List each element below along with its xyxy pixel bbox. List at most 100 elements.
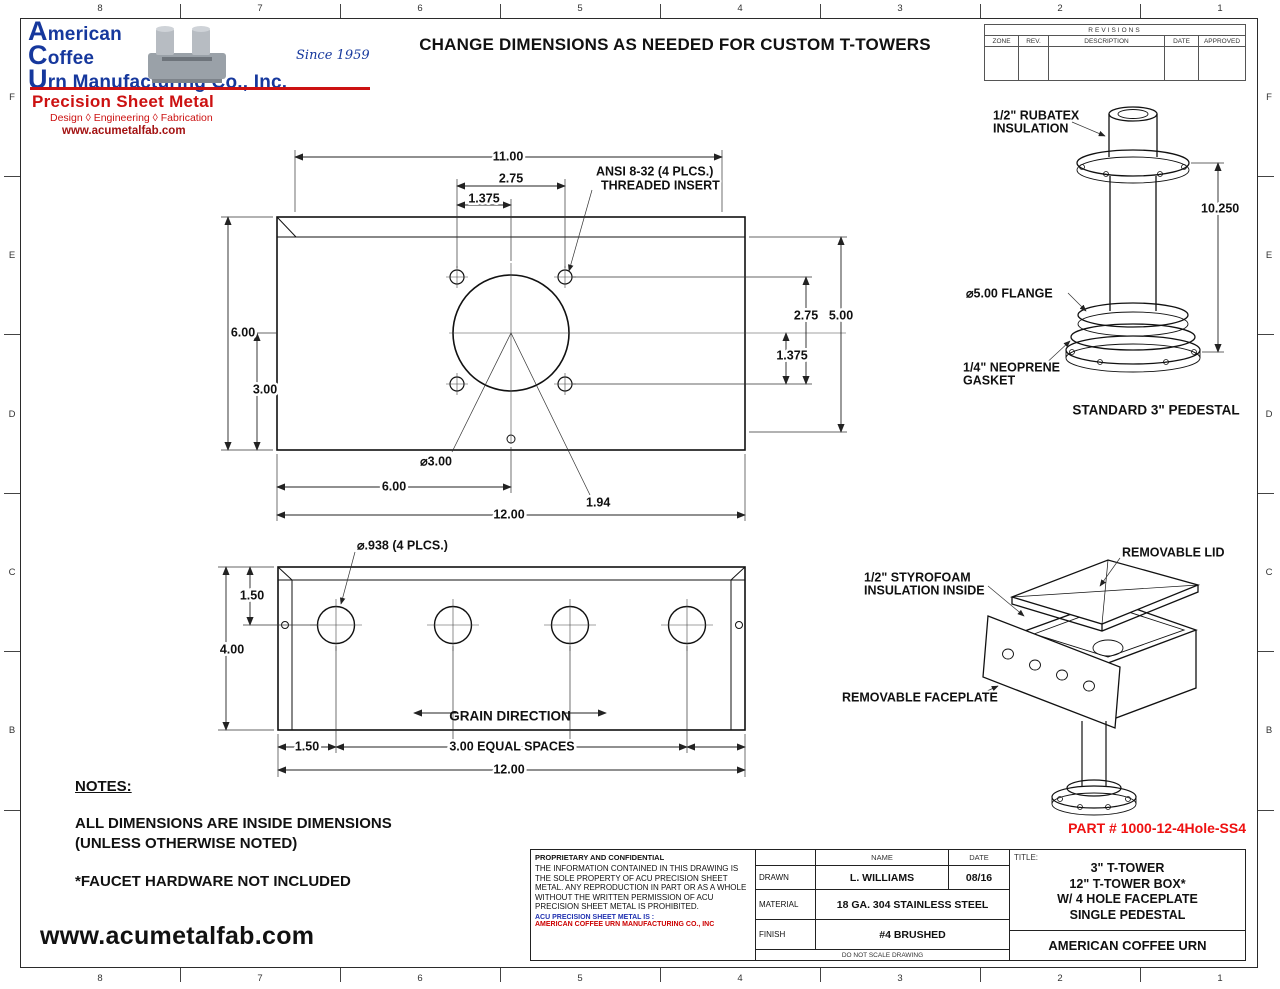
grain-direction-label: GRAIN DIRECTION <box>449 709 571 724</box>
drawn-label: DRAWN <box>756 866 816 889</box>
revisions-empty-row <box>985 69 1245 80</box>
do-not-scale-note: DO NOT SCALE DRAWING <box>841 951 924 959</box>
border-tick <box>1140 4 1141 18</box>
logo-red-rule <box>30 87 370 90</box>
sheet-border-frame <box>20 18 1258 968</box>
top-view-dimension-lines <box>224 153 845 519</box>
dim-12.00-top-view: 12.00 <box>493 507 524 521</box>
zone-label-right: B <box>1265 725 1273 736</box>
footer-website[interactable]: www.acumetalfab.com <box>40 922 315 950</box>
zone-label-right: D <box>1265 409 1273 420</box>
notes-line2: (UNLESS OTHERWISE NOTED) <box>75 835 298 852</box>
isometric-lid-geometry <box>1009 559 1201 632</box>
border-tick <box>340 4 341 18</box>
zone-label-bottom: 3 <box>897 973 903 984</box>
border-tick <box>4 176 20 177</box>
coffee-urn-photo-image <box>148 26 226 83</box>
zone-label-bottom: 1 <box>1217 973 1223 984</box>
rubatex-label-line2: INSULATION <box>993 121 1068 135</box>
title-block-right: TITLE: 3" T-TOWER 12" T-TOWER BOX* W/ 4 … <box>1010 850 1245 960</box>
revisions-col-approved: APPROVED <box>1203 38 1241 45</box>
zone-label-bottom: 4 <box>737 973 743 984</box>
border-tick <box>1258 334 1274 335</box>
removable-faceplate-label: REMOVABLE FACEPLATE <box>842 690 998 704</box>
border-tick <box>4 651 20 652</box>
border-tick <box>4 334 20 335</box>
border-tick <box>1258 651 1274 652</box>
revisions-col-description: DESCRIPTION <box>1049 36 1165 46</box>
dim-4.00: 4.00 <box>220 642 244 656</box>
styrofoam-label-line2: INSULATION INSIDE <box>864 583 985 597</box>
name-header: NAME <box>816 850 949 865</box>
zone-label-top: 5 <box>577 3 583 14</box>
zone-label-bottom: 8 <box>97 973 103 984</box>
zone-label-top: 4 <box>737 3 743 14</box>
pedestal-drawing: 1/2" RUBATEX INSULATION 10.250 ⌀5.00 FLA… <box>961 106 1242 418</box>
border-tick <box>4 493 20 494</box>
front-view-part-outline <box>277 566 746 731</box>
revisions-col-zone: ZONE <box>985 36 1019 46</box>
material-label: MATERIAL <box>756 890 816 919</box>
top-view-leader-lines <box>451 189 593 496</box>
border-tick <box>980 968 981 982</box>
border-tick <box>180 4 181 18</box>
zone-label-bottom: 7 <box>257 973 263 984</box>
isometric-leader-lines <box>973 557 1121 698</box>
flange-label: ⌀5.00 FLANGE <box>966 286 1053 300</box>
gasket-label-line2: GASKET <box>963 373 1015 387</box>
revisions-empty-row <box>985 47 1245 58</box>
company-name: AMERICAN COFFEE URN <box>1010 930 1245 960</box>
revisions-col-date: DATE <box>1165 36 1199 46</box>
gasket-label-line1: 1/4" NEOPRENE <box>963 360 1060 374</box>
material-value: 18 GA. 304 STAINLESS STEEL <box>836 898 989 911</box>
border-tick <box>4 810 20 811</box>
logo-subtitle: Precision Sheet Metal <box>32 92 215 111</box>
dim-11.00: 11.00 <box>493 149 524 163</box>
pedestal-bolt-holes <box>1069 164 1197 365</box>
name-date-header-row: NAME DATE <box>756 850 1009 866</box>
title-block: PROPRIETARY AND CONFIDENTIAL THE INFORMA… <box>530 849 1246 961</box>
zone-label-top: 3 <box>897 3 903 14</box>
dim-1.375-right: 1.375 <box>776 348 807 362</box>
zone-label-top: 7 <box>257 3 263 14</box>
finish-value: #4 BRUSHED <box>879 928 946 941</box>
zone-label-bottom: 6 <box>417 973 423 984</box>
border-tick <box>1258 810 1274 811</box>
dim-6.00-left: 6.00 <box>231 325 255 339</box>
pedestal-geometry <box>1065 106 1201 373</box>
dim-3.00-left: 3.00 <box>253 382 277 396</box>
border-tick <box>500 4 501 18</box>
proprietary-heading: PROPRIETARY AND CONFIDENTIAL <box>535 853 665 862</box>
dim-6.00-bottom: 6.00 <box>382 479 406 493</box>
zone-label-top: 6 <box>417 3 423 14</box>
dim-1.50-bottom: 1.50 <box>295 739 319 753</box>
pedestal-caption: STANDARD 3" PEDESTAL <box>1072 403 1239 418</box>
notes-line3: *FAUCET HARDWARE NOT INCLUDED <box>75 873 351 890</box>
zone-label-top: 1 <box>1217 3 1223 14</box>
notes-block: NOTES: ALL DIMENSIONS ARE INSIDE DIMENSI… <box>75 778 392 892</box>
border-tick <box>340 968 341 982</box>
border-tick <box>660 4 661 18</box>
border-tick <box>1258 176 1274 177</box>
front-view-leader-lines <box>339 551 356 605</box>
zone-label-bottom: 5 <box>577 973 583 984</box>
zone-label-bottom: 2 <box>1057 973 1063 984</box>
logo-tagline: Design ◊ Engineering ◊ Fabrication <box>50 112 213 124</box>
dim-1.375-top: 1.375 <box>468 191 499 205</box>
dim-equal-spaces: 3.00 EQUAL SPACES <box>449 739 574 753</box>
isometric-assembly-drawing: REMOVABLE LID 1/2" STYROFOAM INSULATION … <box>840 543 1227 816</box>
revisions-empty-row <box>985 58 1245 69</box>
border-tick <box>1258 493 1274 494</box>
border-tick <box>660 968 661 982</box>
logo-website[interactable]: www.acumetalfab.com <box>62 125 186 137</box>
dim-5.00-right: 5.00 <box>829 308 853 322</box>
dim-2.75-top: 2.75 <box>499 171 523 185</box>
insert-note-line2: THREADED INSERT <box>601 178 720 192</box>
front-view-centermarks <box>310 599 713 651</box>
acu-note-company: AMERICAN COFFEE URN MANUFACTURING CO., I… <box>535 920 715 928</box>
company-logo: American Coffee Urn Manufacturing Co., I… <box>28 21 388 137</box>
title-line2: 12" T-TOWER BOX* <box>1069 876 1186 891</box>
zone-label-right: E <box>1265 250 1273 261</box>
rubatex-label-line1: 1/2" RUBATEX <box>993 108 1080 122</box>
isometric-pedestal-geometry <box>1051 721 1137 816</box>
